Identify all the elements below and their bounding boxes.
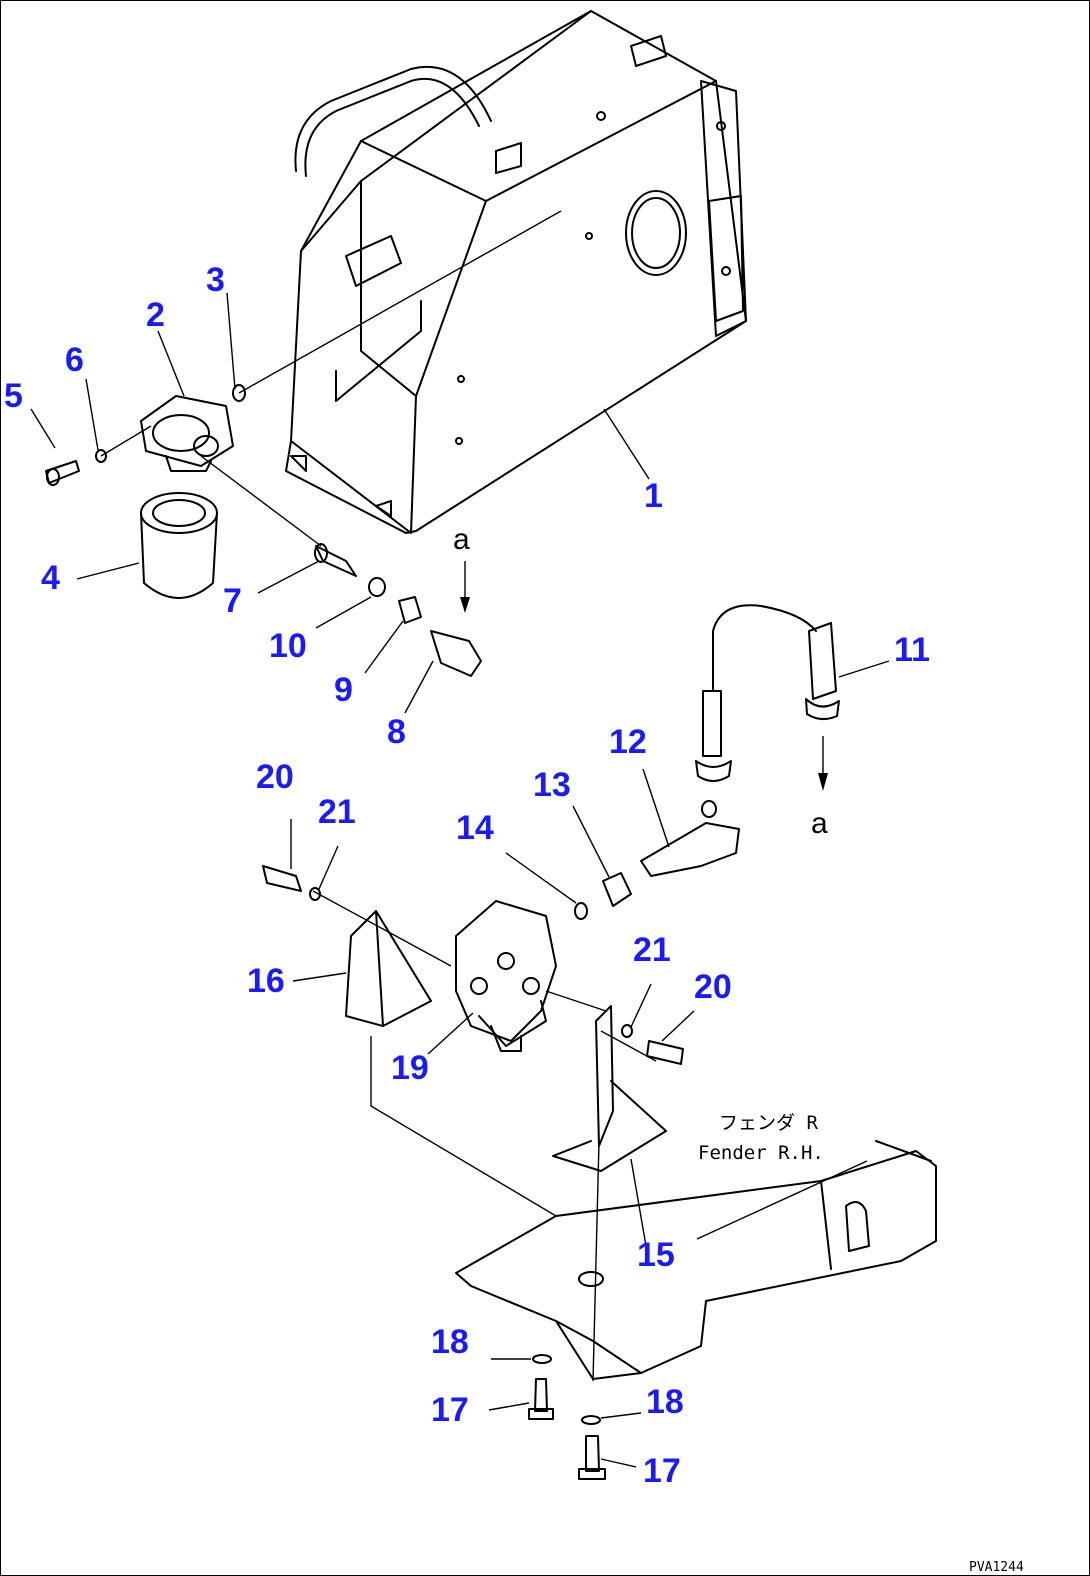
pump-block-part-19	[455, 900, 557, 1052]
fender-note-english: Fender R.H.	[698, 1142, 824, 1164]
callout-4: 4	[41, 559, 60, 597]
callout-14: 14	[456, 809, 494, 847]
callout-8: 8	[387, 713, 406, 751]
callout-11: 11	[894, 631, 930, 669]
callout-6: 6	[65, 341, 84, 379]
callout-17-right: 17	[643, 1452, 681, 1490]
callout-leaders	[30, 292, 890, 1468]
connection-mark-a-bottom: a	[811, 807, 828, 840]
filter-head-part-2	[140, 395, 234, 472]
callout-13: 13	[533, 766, 571, 804]
assembly-lines	[100, 210, 657, 1382]
bracket-part-15	[552, 1005, 667, 1172]
drawing-code: PVA1244	[969, 1560, 1024, 1575]
callout-5: 5	[4, 377, 23, 415]
callout-numbers: 1 2 3 4 5 6 7 8 9 10 11 12 13 14 15 16 1…	[4, 261, 930, 1490]
connection-mark-a-top: a	[453, 523, 470, 556]
callout-17-left: 17	[431, 1391, 469, 1429]
hose-part-11	[695, 604, 840, 782]
callout-1: 1	[644, 477, 663, 515]
fender-frame	[455, 1140, 937, 1380]
callout-18-left: 18	[431, 1323, 469, 1361]
fender-note-japanese: フェンダ R	[719, 1112, 818, 1134]
bolts-20-21	[262, 865, 684, 1065]
callout-15: 15	[637, 1236, 675, 1274]
bracket-part-16	[345, 910, 432, 1027]
fittings-12-13-14	[574, 800, 740, 920]
callout-12: 12	[609, 723, 647, 761]
callout-19: 19	[391, 1049, 429, 1087]
callout-7: 7	[223, 582, 242, 620]
callout-20-right: 20	[694, 968, 732, 1006]
callout-20-left: 20	[256, 758, 294, 796]
callout-21-right: 21	[633, 931, 671, 969]
connection-arrows	[460, 561, 828, 791]
callout-18-right: 18	[646, 1383, 684, 1421]
bolts-17-18	[528, 1354, 606, 1480]
callout-16: 16	[247, 962, 285, 1000]
filter-cartridge-part-4	[140, 492, 218, 599]
callout-2: 2	[146, 296, 165, 334]
callout-9: 9	[334, 671, 353, 709]
fasteners-upper	[45, 384, 482, 677]
callout-21-left: 21	[318, 793, 356, 831]
callout-10: 10	[269, 627, 307, 665]
housing-part-1	[285, 10, 747, 534]
callout-3: 3	[206, 261, 225, 299]
